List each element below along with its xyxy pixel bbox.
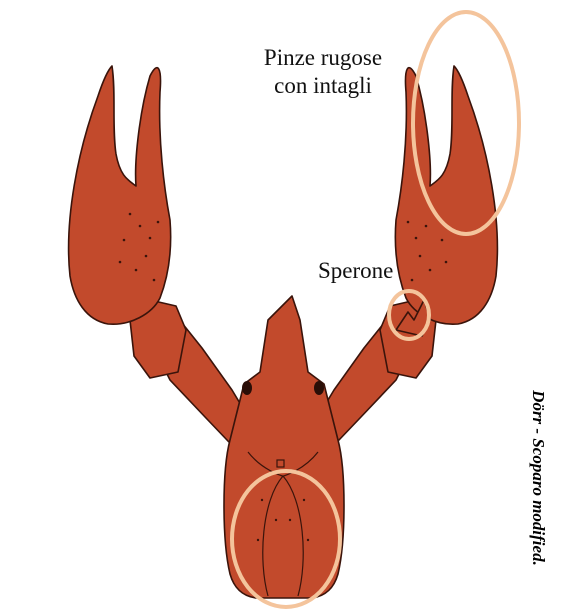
credit-text: Dörr - Scoparo modified.: [528, 390, 548, 566]
right-claw: [395, 66, 497, 324]
spur-annotation: Sperone: [318, 257, 393, 285]
claws-annotation-line1: Pinze rugose: [238, 44, 408, 72]
left-claw: [69, 66, 171, 324]
claws-annotation-line2: con intagli: [238, 72, 408, 100]
carapace: [224, 296, 344, 598]
crayfish-body: [69, 66, 498, 598]
claws-annotation: Pinze rugose con intagli: [238, 44, 408, 100]
